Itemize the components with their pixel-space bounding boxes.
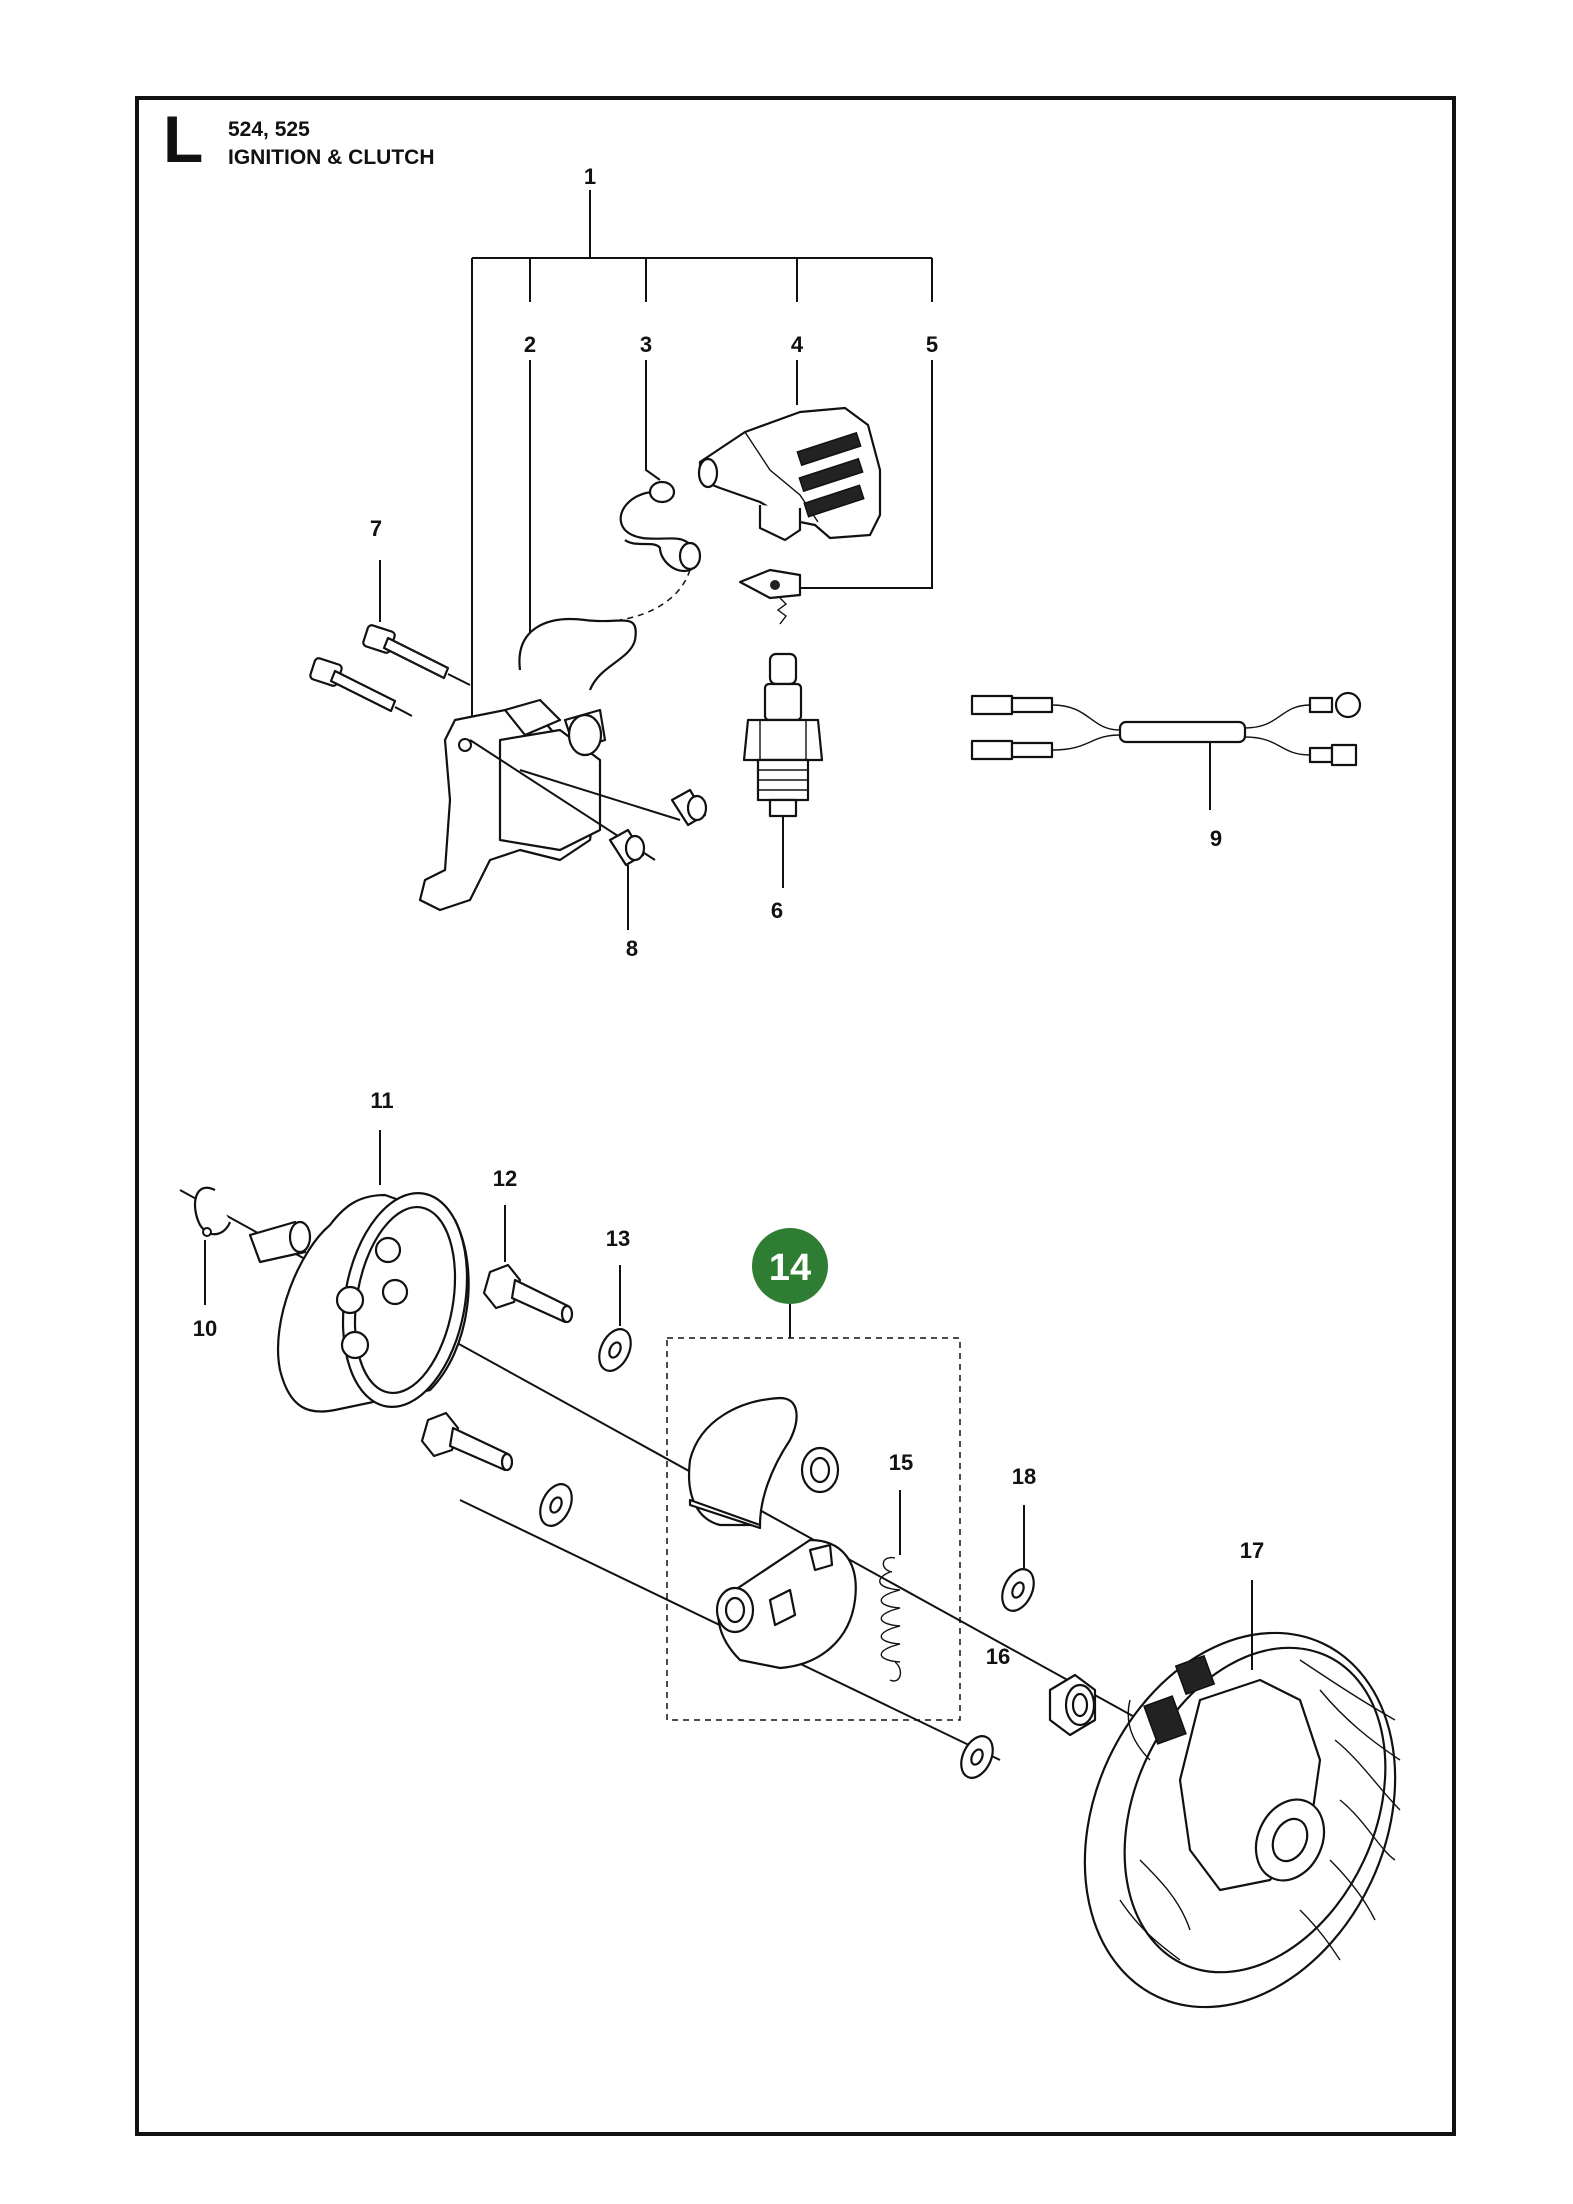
clutch-shoe-upper: [687, 1396, 840, 1530]
clutch-shoe-assembly-box: [666, 1337, 961, 1721]
axis-line: [519, 769, 681, 821]
leader-part-5: [785, 360, 933, 589]
clutch-shoe-lower: [715, 1538, 857, 1670]
label-part-10: 10: [193, 1316, 217, 1341]
label-part-12: 12: [493, 1166, 517, 1191]
model-numbers: 524, 525: [228, 118, 310, 141]
washer-13: [539, 1328, 632, 1527]
label-part-16: 16: [986, 1644, 1010, 1669]
clutch-spring: [879, 1556, 902, 1682]
screw-pair: [309, 624, 471, 717]
diagram-title: IGNITION & CLUTCH: [228, 146, 435, 169]
washer-18: [960, 1568, 1035, 1779]
leader-part-1: [471, 190, 933, 720]
label-part-2: 2: [524, 332, 536, 357]
highlight-badge: [752, 1228, 828, 1304]
clutch-bolt-lower: [420, 1411, 514, 1472]
label-part-18: 18: [1012, 1464, 1036, 1489]
label-part-5: 5: [926, 332, 938, 357]
spring-terminal: [738, 568, 802, 625]
circlip: [193, 1186, 232, 1237]
label-part-14[interactable]: 14: [769, 1247, 811, 1289]
cable-sleeve: [619, 480, 702, 573]
label-part-13: 13: [606, 1226, 630, 1251]
label-part-8: 8: [626, 936, 638, 961]
label-part-11: 11: [370, 1088, 393, 1113]
ignition-module: [418, 618, 637, 912]
clutch-bolt-upper: [482, 1263, 574, 1324]
wiring-harness: [970, 691, 1362, 767]
diagram-frame: [135, 96, 1456, 2136]
spark-plug-boot: [697, 406, 882, 542]
label-part-9: 9: [1210, 826, 1222, 851]
spacer-sleeves: [608, 788, 708, 867]
leader-part-2: [529, 360, 549, 661]
label-part-4: 4: [791, 332, 804, 357]
leader-part-3: [645, 360, 661, 481]
spark-plug: [742, 652, 824, 818]
label-part-1: 1: [584, 164, 596, 189]
clutch-drum: [248, 1192, 470, 1413]
section-letter: L: [163, 102, 204, 176]
dashed-connection: [619, 569, 691, 621]
label-part-17: 17: [1240, 1538, 1264, 1563]
label-part-6: 6: [771, 898, 783, 923]
flywheel: [1083, 1631, 1401, 2009]
label-part-15: 15: [889, 1450, 913, 1475]
flywheel-nut: [1048, 1673, 1097, 1737]
label-part-7: 7: [370, 516, 382, 541]
label-part-3: 3: [640, 332, 652, 357]
